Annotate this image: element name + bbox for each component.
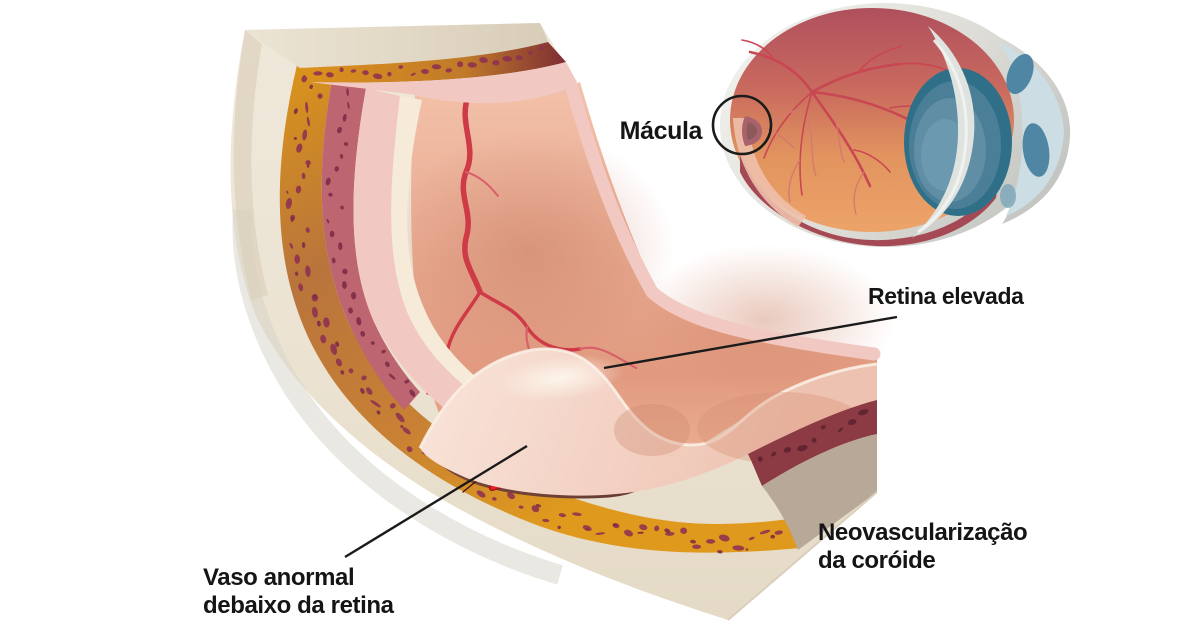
sheet-dip-shadow: [614, 404, 690, 456]
retina-bump-highlight: [496, 354, 624, 402]
macula-spot-core: [746, 122, 757, 140]
label-vaso-anormal-line1: Vaso anormal: [203, 564, 354, 591]
top-face-sclera: [245, 23, 548, 68]
sheet-top-highlight: [418, 347, 878, 449]
label-macula: Mácula: [620, 117, 704, 145]
label-neovascularizacao-line2: da coróide: [818, 547, 935, 574]
fundus-vessels: [741, 39, 955, 215]
endcap-sclera-shadow: [762, 434, 877, 550]
right-rim-pink: [565, 81, 881, 361]
macula-circle-annotation: [711, 94, 773, 156]
choroid-rose-band: [321, 80, 420, 410]
eye-cross-section-illustration: [720, 3, 1071, 247]
ciliary-band-highlight: [917, 39, 968, 234]
label-neovascularizacao-line1: Neovascularização: [818, 519, 1027, 546]
cornea-patch-top: [1006, 54, 1034, 94]
fundus-pink-rim: [733, 118, 806, 227]
rpe-highlight-line: [391, 96, 500, 406]
vaso-anormal-leader-line: [344, 444, 528, 559]
endcap-speckles: [757, 409, 869, 462]
endcap-maroon-band: [748, 400, 877, 486]
retina-elevada-leader-line: [603, 315, 898, 370]
label-vaso-anormal-line2: debaixo da retina: [203, 592, 395, 619]
choroid-layer: [279, 65, 800, 553]
top-face-rpe-strip: [310, 62, 578, 104]
rpe-pink-band: [353, 88, 492, 428]
block-left-edge: [233, 30, 268, 300]
rose-band-speckles: [325, 88, 416, 397]
choroid-speckles: [285, 75, 783, 554]
retina-cutaway-illustration: [230, 23, 895, 621]
cornea-patch-mid: [1022, 123, 1050, 177]
cornea-patch-bottom: [1000, 184, 1016, 208]
label-retina-elevada: Retina elevada: [868, 283, 1024, 309]
bowl-shading-right: [635, 245, 895, 395]
top-choroid-speckles: [313, 45, 544, 80]
front-edge-line: [727, 491, 878, 621]
